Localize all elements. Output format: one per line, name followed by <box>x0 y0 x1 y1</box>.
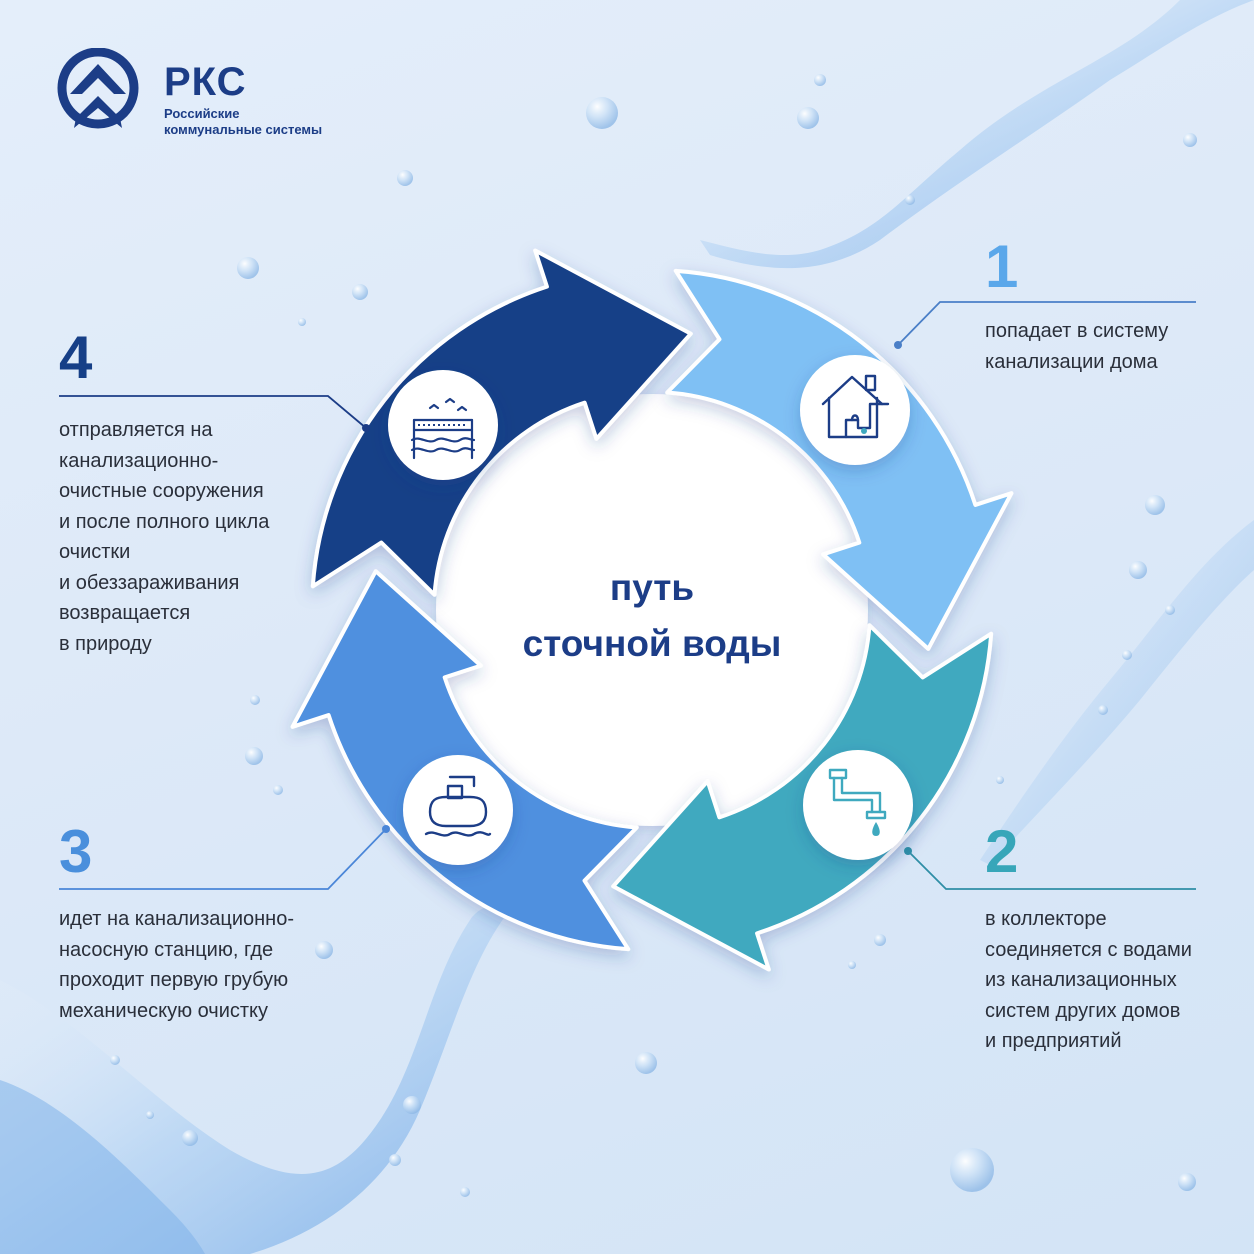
step-4-description: отправляется на канализационно- очистные… <box>59 419 270 655</box>
leader-dot-4 <box>362 424 370 432</box>
leader-line-2 <box>907 850 1196 890</box>
leader-dot-1 <box>894 341 902 349</box>
wave-bottom-left <box>0 1080 205 1254</box>
center-title-line1: путь <box>609 567 695 608</box>
step-3-description: идет на канализационно- насосную станцию… <box>59 908 294 1022</box>
pipe-faucet-icon <box>803 750 913 860</box>
cycle-arrow-4 <box>310 248 693 597</box>
step-3-number: 3 <box>59 818 93 885</box>
cycle-arrow-2 <box>611 623 994 972</box>
leader-line-1 <box>897 301 1196 346</box>
leader-line-4 <box>59 395 367 429</box>
step-4-number: 4 <box>59 324 93 391</box>
step-1-description: попадает в систему канализации дома <box>985 320 1169 373</box>
logo-text: РКС Российские коммунальные системы <box>164 62 322 138</box>
center-disk <box>436 394 868 826</box>
logo-name-line2: коммунальные системы <box>164 122 323 137</box>
step-1-number: 1 <box>985 233 1019 300</box>
center-title: путь сточной воды <box>452 560 852 672</box>
pump-station-icon <box>403 755 513 865</box>
splash-right <box>980 520 1254 865</box>
logo-name-line1: Российские <box>164 106 240 121</box>
splash-top-right <box>700 0 1254 269</box>
leader-dot-3 <box>382 825 390 833</box>
splash-bottom-left <box>0 904 510 1254</box>
step-2-description: в коллекторе соединяется с водами из кан… <box>985 908 1192 1052</box>
leader-line-3 <box>59 828 387 890</box>
leader-dot-2 <box>904 847 912 855</box>
rks-logo <box>57 48 139 129</box>
center-title-line2: сточной воды <box>522 623 782 664</box>
step-2-number: 2 <box>985 818 1019 885</box>
house-plumbing-icon <box>800 355 910 465</box>
logo-abbreviation: РКС <box>164 60 247 104</box>
